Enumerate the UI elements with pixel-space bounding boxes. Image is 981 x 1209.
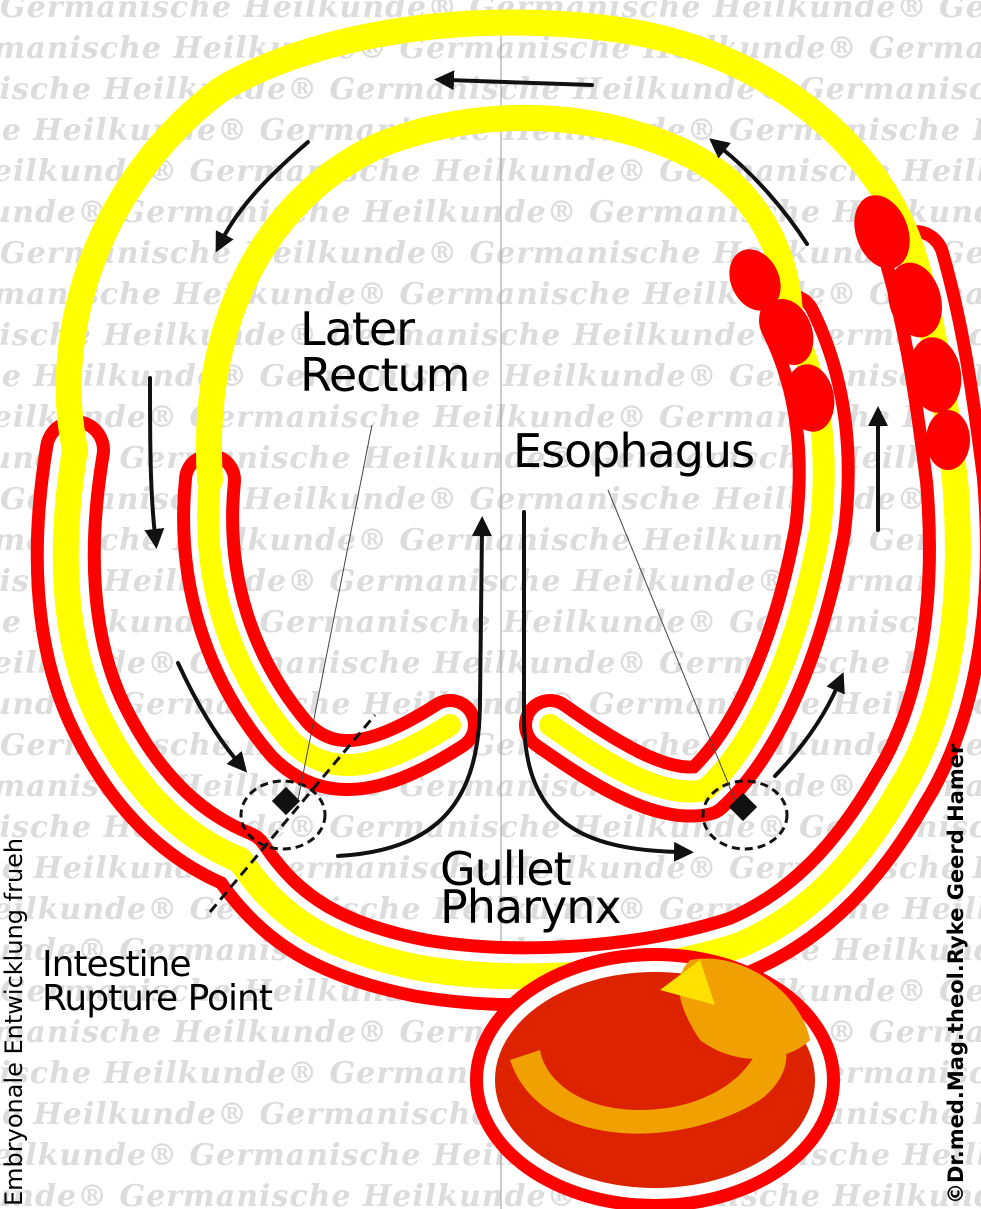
inner-gut-tube	[177, 104, 855, 823]
watermark-row: Germanische Heilkunde® Germanische Heilk…	[0, 195, 981, 230]
watermark-row: Germanische Heilkunde® Germanische Heilk…	[0, 31, 981, 66]
flow-arrows	[144, 70, 888, 862]
label-rectum: Rectum	[300, 348, 470, 402]
side-caption: Embryonale Entwicklung frueh	[0, 837, 28, 1206]
red-segments	[729, 195, 970, 470]
label-pharynx: Pharynx	[440, 880, 622, 934]
label-later: Later	[300, 302, 415, 356]
rupture-markers	[208, 714, 789, 913]
watermark-row: Germanische Heilkunde® Germanische Heilk…	[0, 236, 981, 271]
leader-lines	[297, 424, 736, 801]
watermark-row: Germanische Heilkunde® Germanische Heilk…	[0, 687, 981, 722]
label-esophagus: Esophagus	[513, 424, 755, 478]
watermark-row: Germanische Heilkunde® Germanische Heilk…	[0, 1179, 981, 1209]
label-rupture-point: Rupture Point	[42, 978, 273, 1019]
watermark-row: Germanische Heilkunde® Germanische Heilk…	[0, 1138, 981, 1173]
yolk-sac	[470, 948, 840, 1209]
label-intestine: Intestine	[42, 944, 192, 985]
label-gullet: Gullet	[440, 842, 572, 896]
copyright-notice: ©Dr.med.Mag.theol.Ryke Geerd Hamer	[944, 743, 968, 1204]
